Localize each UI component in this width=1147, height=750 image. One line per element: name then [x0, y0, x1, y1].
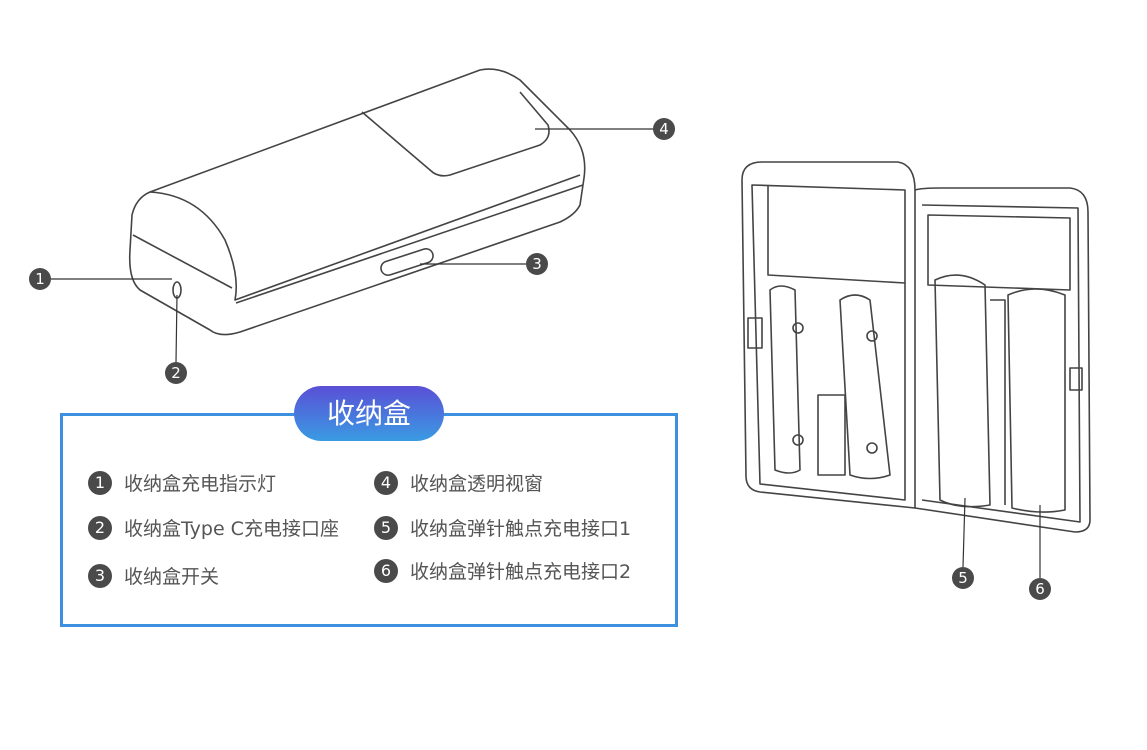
legend-number: 4 — [374, 470, 398, 495]
legend-label: 收纳盒透明视窗 — [410, 473, 544, 495]
legend-item: 6 收纳盒弹针触点充电接口2 — [374, 557, 631, 584]
legend-item: 5 收纳盒弹针触点充电接口1 — [374, 514, 631, 541]
leader-lines — [51, 128, 1041, 578]
legend-number: 6 — [374, 558, 398, 583]
callout-marker-3: 3 — [526, 253, 548, 275]
callout-marker-5: 5 — [952, 567, 974, 589]
legend-item: 1 收纳盒充电指示灯 — [88, 469, 276, 496]
legend-label: 收纳盒弹针触点充电接口1 — [410, 518, 632, 540]
legend-label: 收纳盒开关 — [124, 566, 220, 588]
callout-marker-6: 6 — [1029, 578, 1051, 600]
legend-title-badge: 收纳盒 — [294, 386, 444, 441]
open-case-drawing — [741, 161, 1091, 533]
legend-number: 3 — [88, 563, 112, 588]
legend-item: 2 收纳盒Type C充电接口座 — [88, 514, 339, 541]
callout-marker-1: 1 — [29, 268, 51, 290]
callout-marker-4: 4 — [653, 118, 675, 140]
legend-item: 3 收纳盒开关 — [88, 562, 219, 589]
legend-label: 收纳盒充电指示灯 — [124, 473, 277, 495]
legend-label: 收纳盒弹针触点充电接口2 — [410, 561, 632, 583]
closed-case-drawing — [128, 68, 586, 336]
legend-number: 5 — [374, 515, 398, 540]
legend-item: 4 收纳盒透明视窗 — [374, 469, 543, 496]
callout-marker-2: 2 — [165, 362, 187, 384]
legend-number: 1 — [88, 470, 112, 495]
legend-label: 收纳盒Type C充电接口座 — [124, 518, 339, 540]
legend-number: 2 — [88, 515, 112, 540]
